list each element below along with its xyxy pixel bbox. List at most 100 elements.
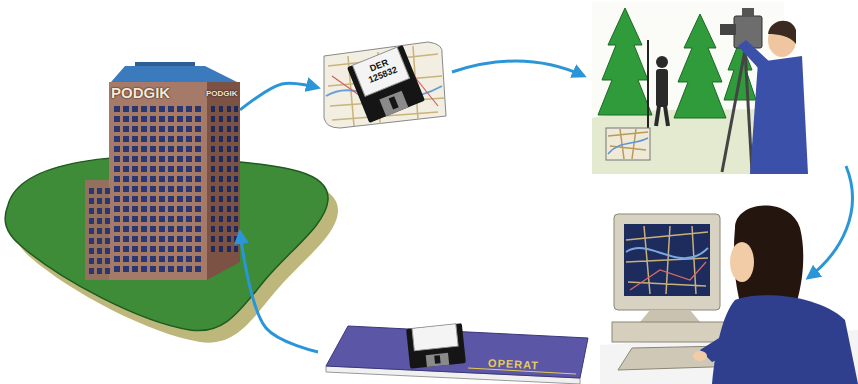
window	[159, 236, 165, 242]
flow-arrow	[583, 348, 608, 357]
window	[219, 246, 223, 252]
window	[150, 116, 156, 122]
window	[159, 196, 165, 202]
surveyor-scene	[750, 56, 808, 174]
window	[168, 136, 174, 142]
window	[177, 176, 183, 182]
window	[123, 266, 129, 272]
window	[186, 216, 192, 222]
window	[150, 106, 156, 112]
window	[105, 218, 110, 224]
window	[114, 236, 120, 242]
window	[227, 206, 231, 212]
window	[132, 186, 138, 192]
window	[177, 126, 183, 132]
window	[227, 176, 231, 182]
surveyor-scene	[598, 8, 652, 115]
window	[123, 106, 129, 112]
map-scroll	[324, 42, 446, 128]
window	[211, 146, 215, 152]
window	[227, 136, 231, 142]
window	[186, 146, 192, 152]
window	[141, 206, 147, 212]
window	[150, 156, 156, 162]
window	[219, 216, 223, 222]
window	[195, 136, 201, 142]
window	[168, 166, 174, 172]
window	[195, 156, 201, 162]
window	[168, 236, 174, 242]
surveyor-scene	[592, 2, 808, 174]
window	[219, 136, 223, 142]
floppy-shutter	[426, 353, 450, 367]
window	[186, 196, 192, 202]
window	[219, 226, 223, 232]
window	[89, 228, 94, 234]
window	[227, 226, 231, 232]
floppy-disk	[406, 323, 466, 369]
window	[123, 256, 129, 262]
window	[114, 176, 120, 182]
window	[227, 116, 231, 122]
window	[141, 116, 147, 122]
window	[123, 226, 129, 232]
node-outline	[318, 320, 603, 384]
window	[97, 208, 102, 214]
window	[211, 156, 215, 162]
computer-scene	[624, 224, 710, 296]
window	[159, 136, 165, 142]
window	[159, 216, 165, 222]
window	[177, 266, 183, 272]
window	[114, 206, 120, 212]
surveyor-scene	[722, 50, 745, 172]
window	[168, 206, 174, 212]
window	[132, 196, 138, 202]
window	[195, 206, 201, 212]
window	[159, 186, 165, 192]
window	[123, 156, 129, 162]
window	[132, 116, 138, 122]
window	[219, 156, 223, 162]
window	[177, 256, 183, 262]
window	[211, 186, 215, 192]
window	[141, 166, 147, 172]
window	[150, 266, 156, 272]
window	[114, 126, 120, 132]
survey-report-book: OPERAT	[318, 320, 603, 384]
window	[227, 196, 231, 202]
window	[114, 266, 120, 272]
window	[227, 146, 231, 152]
window	[234, 176, 238, 182]
surveyor-scene	[656, 69, 668, 107]
window	[168, 146, 174, 152]
window	[159, 226, 165, 232]
map-with-disk: DER 125832	[318, 36, 448, 130]
window	[123, 176, 129, 182]
window	[141, 256, 147, 262]
window	[89, 198, 94, 204]
window	[219, 176, 223, 182]
illustration-part	[85, 62, 240, 280]
window	[177, 206, 183, 212]
window	[234, 196, 238, 202]
window	[132, 226, 138, 232]
roof	[111, 66, 237, 82]
window	[177, 136, 183, 142]
window	[89, 218, 94, 224]
window	[141, 126, 147, 132]
window	[186, 246, 192, 252]
window	[186, 256, 192, 262]
tower-side	[207, 82, 240, 280]
computer-scene	[640, 310, 700, 322]
floppy-slot	[389, 96, 399, 109]
window	[150, 246, 156, 252]
window	[123, 146, 129, 152]
node-label: PODGIK	[111, 84, 170, 101]
window	[195, 146, 201, 152]
window	[123, 126, 129, 132]
window	[132, 126, 138, 132]
computer-scene	[614, 214, 720, 310]
window	[234, 146, 238, 152]
